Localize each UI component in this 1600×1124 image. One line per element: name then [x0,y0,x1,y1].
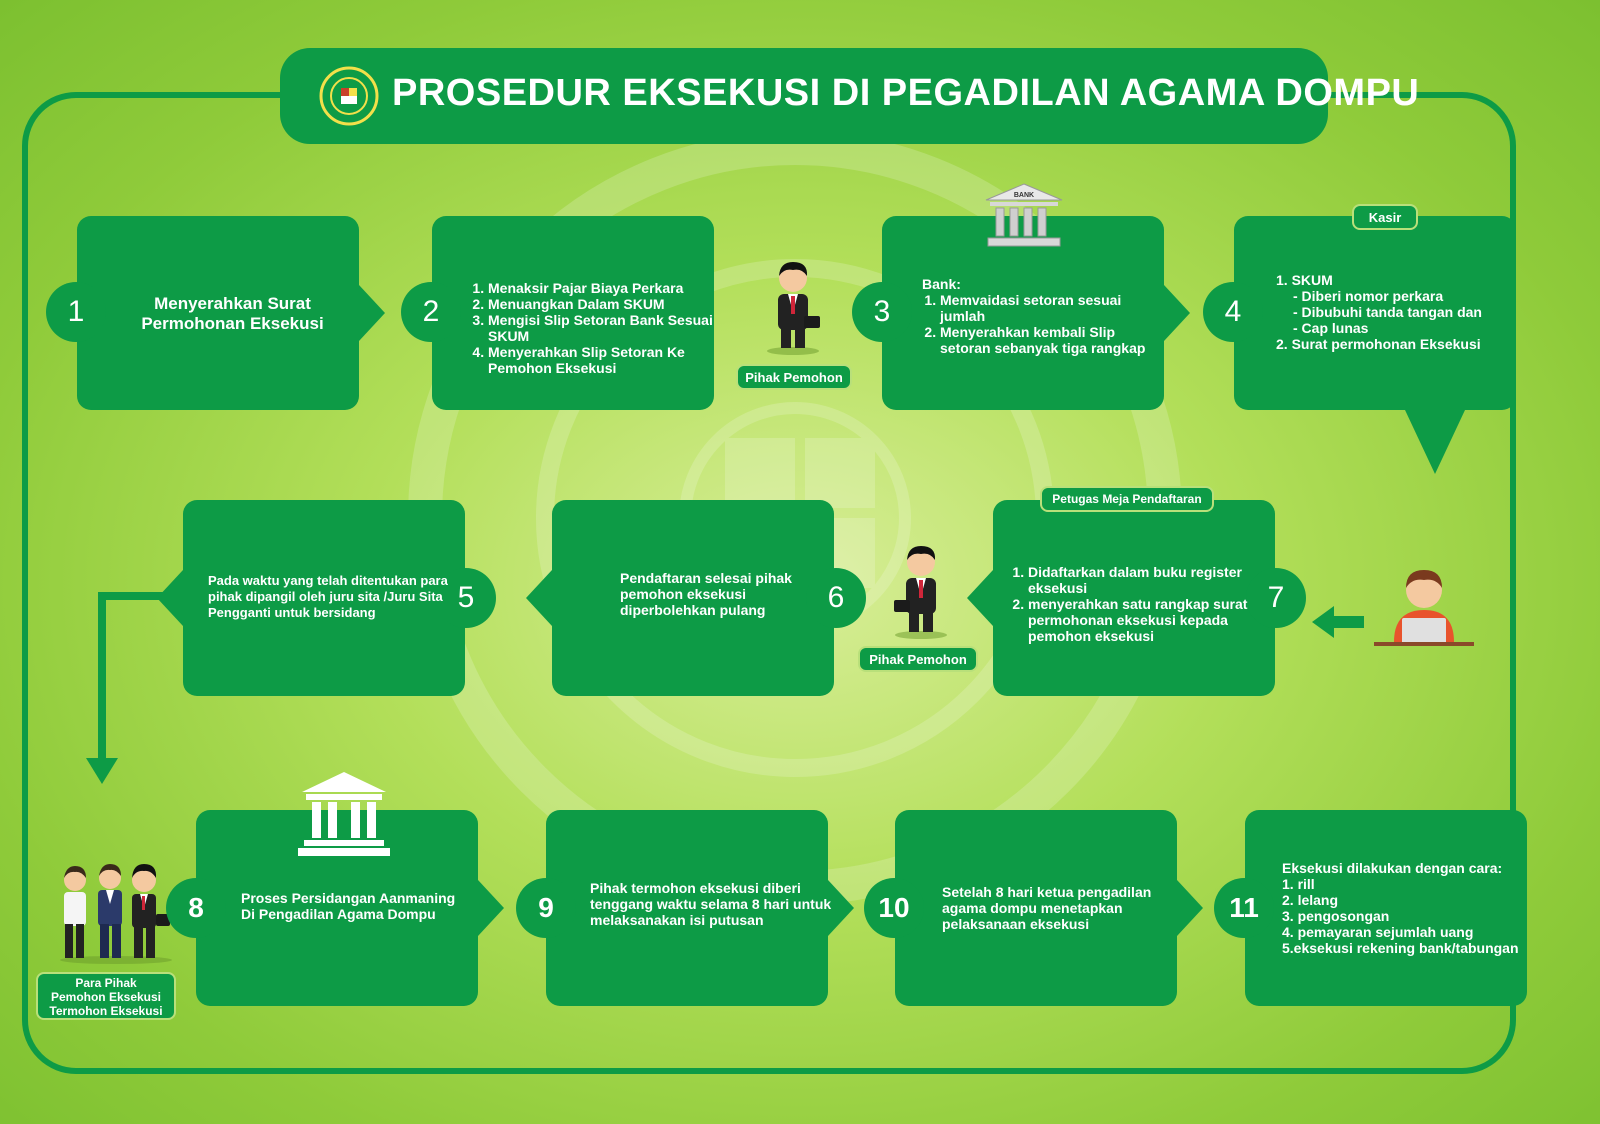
step-10-text: Setelah 8 hari ketua pengadilan agama do… [942,884,1152,932]
step-4-text: 1. SKUM - Diberi nomor perkara - Dibubuh… [1276,272,1516,352]
step-11-line: 5.eksekusi rekening bank/tabungan [1282,940,1519,956]
businessman-icon [767,262,820,355]
step-2-box [432,216,714,410]
arrow-7-to-6 [967,570,993,626]
arrow-to-step-7 [1312,606,1334,638]
step-9-text: Pihak termohon eksekusi diberi tenggang … [590,880,832,928]
step-11-number: 11 [1214,878,1274,938]
step-3-heading: Bank: [922,276,961,292]
arrow-to-step-7-shaft [1334,616,1364,628]
step-4-number: 4 [1203,282,1263,342]
step-4-sub: - Cap lunas [1293,320,1369,336]
step-7-number: 7 [1246,568,1306,628]
court-logo-icon [319,66,379,126]
step-2-item: Menaksir Pajar Biaya Perkara [488,280,720,296]
step-3-item: Memvaidasi setoran sesuai jumlah [940,292,1162,324]
page-title: PROSEDUR EKSEKUSI DI PEGADILAN AGAMA DOM… [392,72,1420,114]
parties-group-icon [60,864,172,964]
courthouse-icon [298,772,390,856]
step-7-box [993,500,1275,696]
step-3-number: 3 [852,282,912,342]
step-5-number: 5 [436,568,496,628]
arrow-8-to-9 [478,880,504,936]
para-pihak-line: Termohon Eksekusi [49,1004,163,1018]
para-pihak-label: Para Pihak Pemohon Eksekusi Termohon Eks… [36,972,176,1020]
step-7-item: menyerahkan satu rangkap surat permohona… [1028,596,1255,644]
arrow-10-to-11 [1177,880,1203,936]
step-2-list: Menaksir Pajar Biaya Perkara Menuangkan … [470,280,720,376]
step-3-item: Menyerahkan kembali Slip setoran sebanya… [940,324,1162,356]
step-11-line: 4. pemayaran sejumlah uang [1282,924,1474,940]
step-3-text: Bank: Memvaidasi setoran sesuai jumlah M… [922,276,1162,356]
step-4-sub: - Dibubuhi tanda tangan dan [1293,304,1482,320]
connector-5-to-8-vertical [98,592,106,760]
step-4-box [1234,216,1516,410]
step-10-box [895,810,1177,1006]
connector-5-to-8-horizontal [98,592,168,600]
step-7-list: Didaftarkan dalam buku register eksekusi… [1010,564,1255,644]
step-1-text: Menyerahkan Surat Permohonan Eksekusi [141,294,324,333]
step-10-number: 10 [864,878,924,938]
step-1-number: 1 [46,282,106,342]
person-laptop-icon [1374,570,1474,646]
step-9-box [546,810,828,1006]
step-11-box [1245,810,1527,1006]
kasir-label: Kasir [1352,204,1418,230]
arrow-3-to-4 [1164,285,1190,341]
step-9-number: 9 [516,878,576,938]
step-4-item2: Surat permohonan Eksekusi [1291,336,1481,352]
step-5-box [183,500,465,696]
arrow-down-to-8 [86,758,118,784]
arrow-6-to-5 [526,570,552,626]
step-6-text: Pendaftaran selesai pihak pemohon ekseku… [620,570,792,618]
pihak-pemohon-label: Pihak Pemohon [736,364,852,390]
step-2-item: Menuangkan Dalam SKUM [488,296,720,312]
step-8-text: Proses Persidangan Aanmaning Di Pengadil… [241,890,456,922]
step-6-box [552,500,834,696]
arrow-4-down [1405,410,1465,474]
step-3-box [882,216,1164,410]
title-bar [280,48,1328,144]
step-4-item1: SKUM [1291,272,1333,288]
step-5-text: Pada waktu yang telah ditentukan para pi… [208,573,448,620]
step-11-line: 2. lelang [1282,892,1339,908]
step-6-number: 6 [806,568,866,628]
step-11-heading: Eksekusi dilakukan dengan cara: [1282,860,1503,876]
para-pihak-line: Pemohon Eksekusi [50,990,162,1004]
businessman-icon [894,546,947,639]
step-2-item: Mengisi Slip Setoran Bank Sesuai SKUM [488,312,720,344]
step-11-line: 1. rill [1282,876,1315,892]
step-1-box [77,216,359,410]
step-8-number: 8 [166,878,226,938]
step-11-line: 3. pengosongan [1282,908,1390,924]
step-2-number: 2 [401,282,461,342]
step-7-item: Didaftarkan dalam buku register eksekusi [1028,564,1255,596]
step-2-item: Menyerahkan Slip Setoran Ke Pemohon Ekse… [488,344,720,376]
arrow-1-to-2 [359,285,385,341]
para-pihak-line: Para Pihak [75,976,137,990]
bank-sign-text: BANK [1014,192,1034,199]
step-4-sub: - Diberi nomor perkara [1293,288,1444,304]
step-11-text: Eksekusi dilakukan dengan cara: 1. rill … [1282,860,1526,956]
petugas-label: Petugas Meja Pendaftaran [1040,486,1214,512]
bank-icon: BANK [985,183,1063,247]
arrow-9-to-10 [828,880,854,936]
pihak-pemohon-label: Pihak Pemohon [858,646,978,672]
